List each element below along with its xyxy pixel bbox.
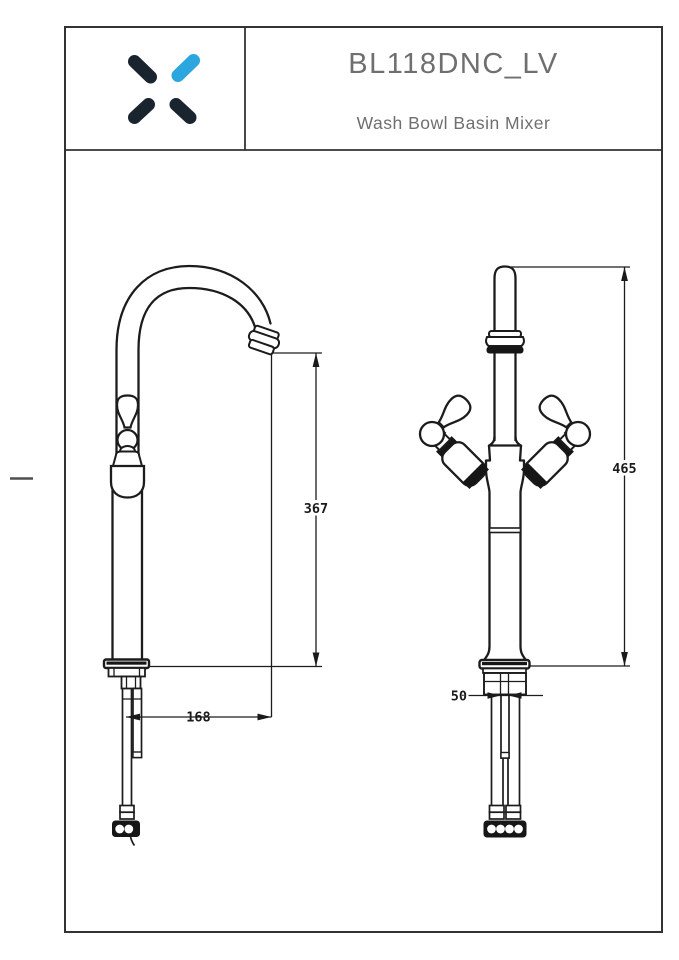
- pipe-collar: [485, 330, 525, 354]
- valve-body: [109, 464, 146, 499]
- lever-handle-side: [109, 394, 146, 499]
- dimension-overall-height: 465: [511, 266, 637, 667]
- spout-curve: [115, 264, 272, 457]
- body-column: [111, 488, 144, 662]
- spout-nozzle: [247, 324, 281, 356]
- threaded-shank: [120, 675, 142, 690]
- hose-connector-nuts: [483, 820, 527, 838]
- spout-pipe: [493, 265, 517, 441]
- handle-ball-right: [564, 420, 592, 448]
- front-view: 465 50: [418, 265, 637, 838]
- dim-label-367: 367: [304, 501, 328, 517]
- mounting-block: [483, 672, 527, 696]
- handle-ball-left: [418, 420, 446, 448]
- pipe-flare: [487, 435, 523, 448]
- column-seam: [488, 527, 522, 534]
- hose-collar: [119, 804, 135, 814]
- lever-handle-right: [538, 394, 573, 429]
- hose-tail: [129, 836, 136, 847]
- product-name-subtitle: Wash Bowl Basin Mixer: [357, 113, 551, 133]
- mixer-y-body: [484, 444, 526, 533]
- sheet-border: [64, 26, 663, 933]
- dim-label-465: 465: [612, 461, 636, 477]
- side-view: 367 168: [102, 264, 328, 847]
- dimension-spout-height: 367: [150, 352, 328, 717]
- dim-label-50: 50: [451, 689, 467, 705]
- product-code-title: BL118DNC_LV: [348, 48, 558, 80]
- valve-arm-right: [521, 428, 582, 489]
- dim-label-168: 168: [186, 710, 210, 726]
- valve-bonnet: [111, 450, 144, 467]
- x-brand-logo-icon: [128, 54, 200, 124]
- fixing-rod: [500, 693, 510, 759]
- hose-collar: [488, 804, 505, 814]
- dimension-base-width: 50: [451, 689, 543, 705]
- lever-handle-left: [437, 394, 472, 429]
- body-column: [483, 529, 527, 661]
- dimension-spout-reach: 168: [126, 710, 272, 726]
- supply-hose: [121, 688, 133, 806]
